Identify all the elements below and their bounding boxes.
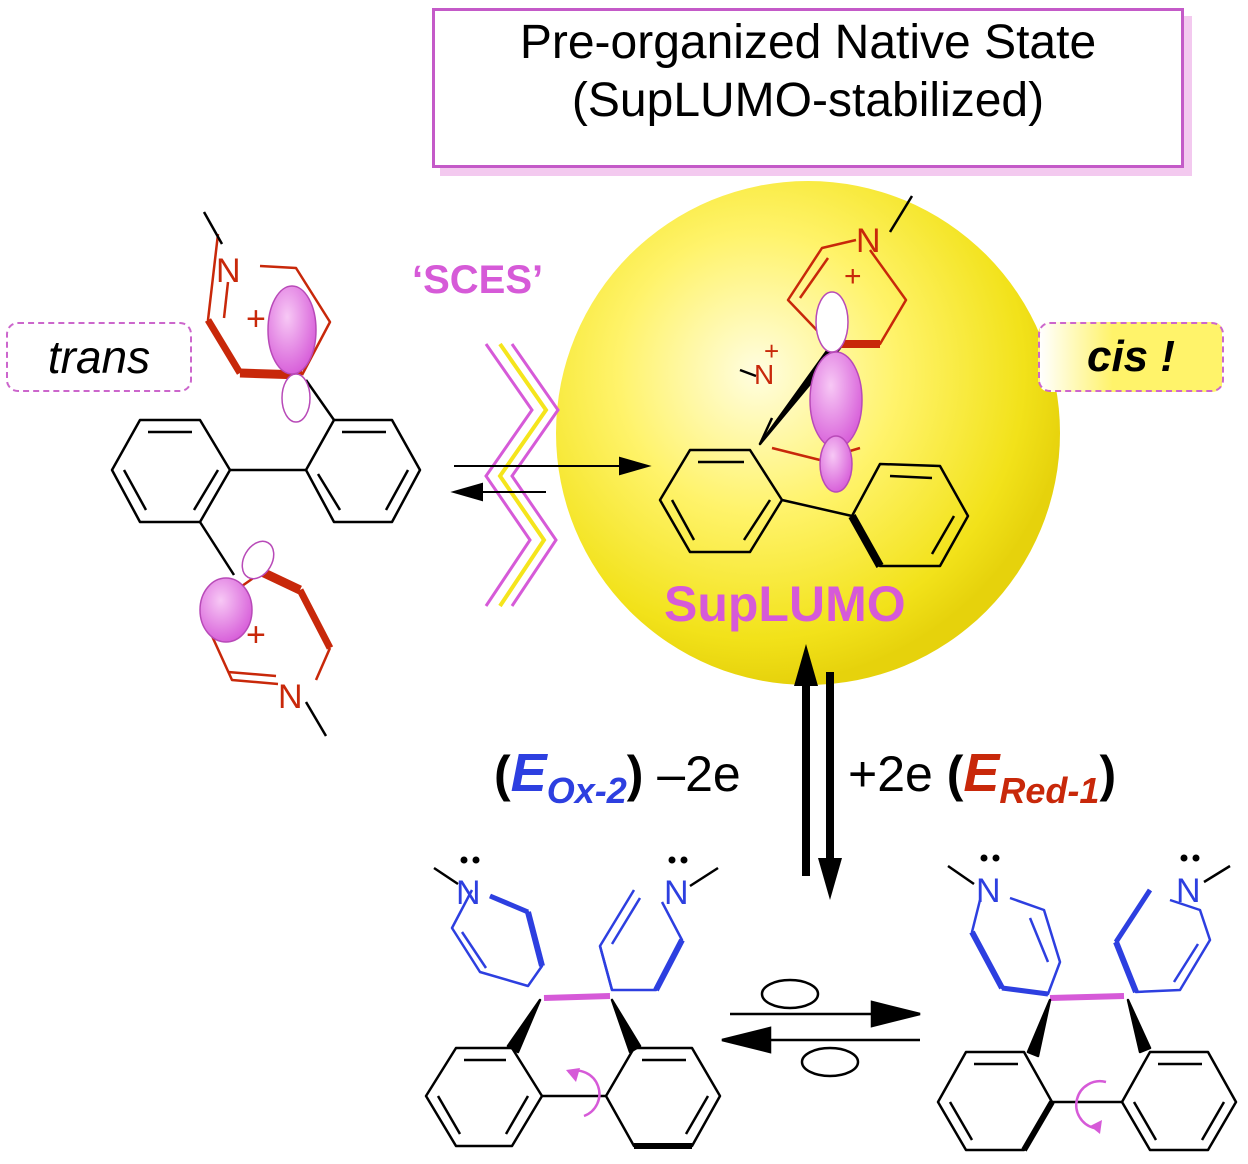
- ox-electron-change: –2e: [643, 746, 741, 802]
- trans-molecule: [110, 211, 422, 737]
- cis-label: cis !: [1038, 322, 1224, 392]
- red-close-paren: ): [1099, 746, 1117, 802]
- redox-arrows-vertical: [794, 644, 842, 900]
- title-line-2: (SupLUMO-stabilized): [571, 74, 1045, 127]
- ox-potential-symbol: E: [510, 743, 547, 803]
- sces-chevrons: [484, 342, 560, 608]
- atom-n-cis-top: N: [856, 222, 881, 260]
- cis-orbitals: [809, 291, 863, 493]
- trans-orbitals: [199, 285, 317, 643]
- ox-potential-subscript: Ox-2: [546, 770, 627, 811]
- ox-close-paren: ): [626, 746, 644, 802]
- equilibrium-arrows-bottom: [721, 978, 921, 1078]
- red-potential-subscript: Red-1: [999, 770, 1100, 811]
- title: Pre-organized Native State (SupLUMO-stab…: [432, 14, 1184, 130]
- plus-cis-top: +: [844, 260, 862, 293]
- atom-n-right-b: N: [1176, 872, 1201, 910]
- suplumo-label: SupLUMO: [664, 576, 906, 632]
- lone-pairs: [460, 854, 1200, 864]
- oxidation-label: (EOx-2) –2e: [494, 742, 804, 812]
- red-electron-change: +2e: [848, 746, 947, 802]
- sces-label: ‘SCES’: [412, 258, 544, 302]
- ox-open-paren: (: [494, 746, 511, 802]
- red-open-paren: (: [946, 746, 964, 802]
- reduced-molecule-left: [424, 866, 722, 1149]
- plus-trans-bottom: +: [246, 616, 266, 654]
- atom-n-left-a: N: [456, 874, 481, 912]
- atom-n-right-a: N: [976, 872, 1001, 910]
- title-box: [432, 8, 1184, 168]
- atom-n-trans-bottom: N: [278, 678, 303, 716]
- red-potential-symbol: E: [963, 743, 1000, 803]
- plus-cis-inner: +: [764, 336, 779, 366]
- title-line-1: Pre-organized Native State: [519, 16, 1097, 69]
- reduction-label: +2e (ERed-1): [848, 742, 1238, 812]
- equilibrium-arrows-horizontal: [450, 456, 652, 502]
- atom-n-cis-inner: N: [754, 359, 774, 390]
- atom-n-trans-top: N: [216, 252, 241, 290]
- plus-trans-top: +: [246, 300, 266, 338]
- suplumo-sphere: [556, 181, 1060, 685]
- atom-labels: N + + N N + N + N N N N: [216, 222, 1201, 912]
- atom-n-left-b: N: [664, 874, 689, 912]
- trans-label: trans: [6, 322, 192, 392]
- reduced-molecule-right: [936, 864, 1238, 1152]
